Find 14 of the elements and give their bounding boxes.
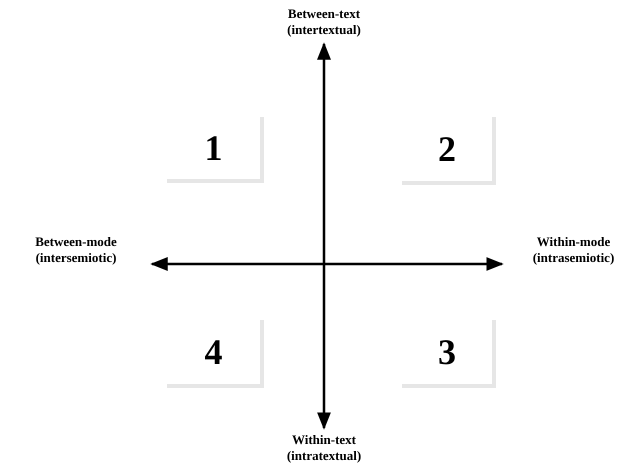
axis-label: Within-text (intratextual) (264, 432, 384, 466)
axis-label: Within-mode (intrasemiotic) (508, 234, 639, 268)
quadrant-number: 3 (438, 334, 456, 370)
quadrant-number: 1 (204, 130, 222, 166)
quadrant-box (167, 320, 264, 388)
quadrant-number: 4 (204, 334, 222, 370)
axis-label: Between-mode (intersemiotic) (6, 234, 146, 268)
axis-arrow (150, 257, 504, 271)
quadrant-box (402, 117, 496, 185)
axis-arrow (317, 42, 331, 430)
axis-label: Between-text (intertextual) (264, 6, 384, 40)
quadrant-number: 2 (438, 131, 456, 167)
quadrant-box (402, 320, 496, 388)
quadrant-box (167, 117, 264, 183)
